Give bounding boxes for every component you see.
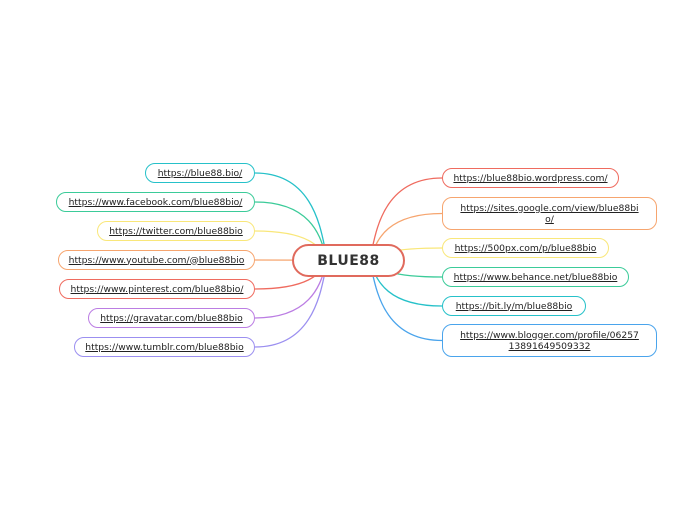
branch-label: https://www.behance.net/blue88bio [453, 271, 618, 283]
branch-label: https://blue88.bio/ [157, 167, 243, 179]
branch-node-gravatar[interactable]: https://gravatar.com/blue88bio [88, 308, 255, 328]
branch-node-google-sites[interactable]: https://sites.google.com/view/blue88bi o… [442, 197, 657, 230]
branch-node-500px[interactable]: https://500px.com/p/blue88bio [442, 238, 609, 258]
branch-node-wordpress[interactable]: https://blue88bio.wordpress.com/ [442, 168, 619, 188]
branch-node-pinterest[interactable]: https://www.pinterest.com/blue88bio/ [59, 279, 255, 299]
central-topic-label: BLUE88 [317, 252, 380, 269]
branch-label: https://blue88bio.wordpress.com/ [453, 172, 608, 184]
branch-node-facebook[interactable]: https://www.facebook.com/blue88bio/ [56, 192, 255, 212]
branch-label: https://500px.com/p/blue88bio [454, 242, 597, 254]
branch-node-bitly[interactable]: https://bit.ly/m/blue88bio [442, 296, 586, 316]
branch-label: https://www.tumblr.com/blue88bio [85, 341, 244, 353]
branch-node-twitter[interactable]: https://twitter.com/blue88bio [97, 221, 255, 241]
branch-label: https://www.youtube.com/@blue88bio [68, 254, 245, 266]
branch-label: https://bit.ly/m/blue88bio [455, 300, 573, 312]
central-topic-node[interactable]: BLUE88 [292, 244, 405, 277]
branch-label-line2: o/ [545, 213, 554, 225]
branch-label: https://www.facebook.com/blue88bio/ [68, 196, 243, 208]
branch-node-youtube[interactable]: https://www.youtube.com/@blue88bio [58, 250, 255, 270]
branch-label-line1: https://sites.google.com/view/blue88bi [460, 202, 639, 214]
branch-label: https://twitter.com/blue88bio [109, 225, 243, 237]
branch-node-behance[interactable]: https://www.behance.net/blue88bio [442, 267, 629, 287]
branch-node-tumblr[interactable]: https://www.tumblr.com/blue88bio [74, 337, 255, 357]
branch-node-blue88-bio[interactable]: https://blue88.bio/ [145, 163, 255, 183]
branch-label-line2: 13891649509332 [508, 340, 591, 352]
branch-node-blogger[interactable]: https://www.blogger.com/profile/06257 13… [442, 324, 657, 357]
branch-label: https://gravatar.com/blue88bio [100, 312, 243, 324]
branch-label-line1: https://www.blogger.com/profile/06257 [460, 329, 639, 341]
branch-label: https://www.pinterest.com/blue88bio/ [70, 283, 244, 295]
